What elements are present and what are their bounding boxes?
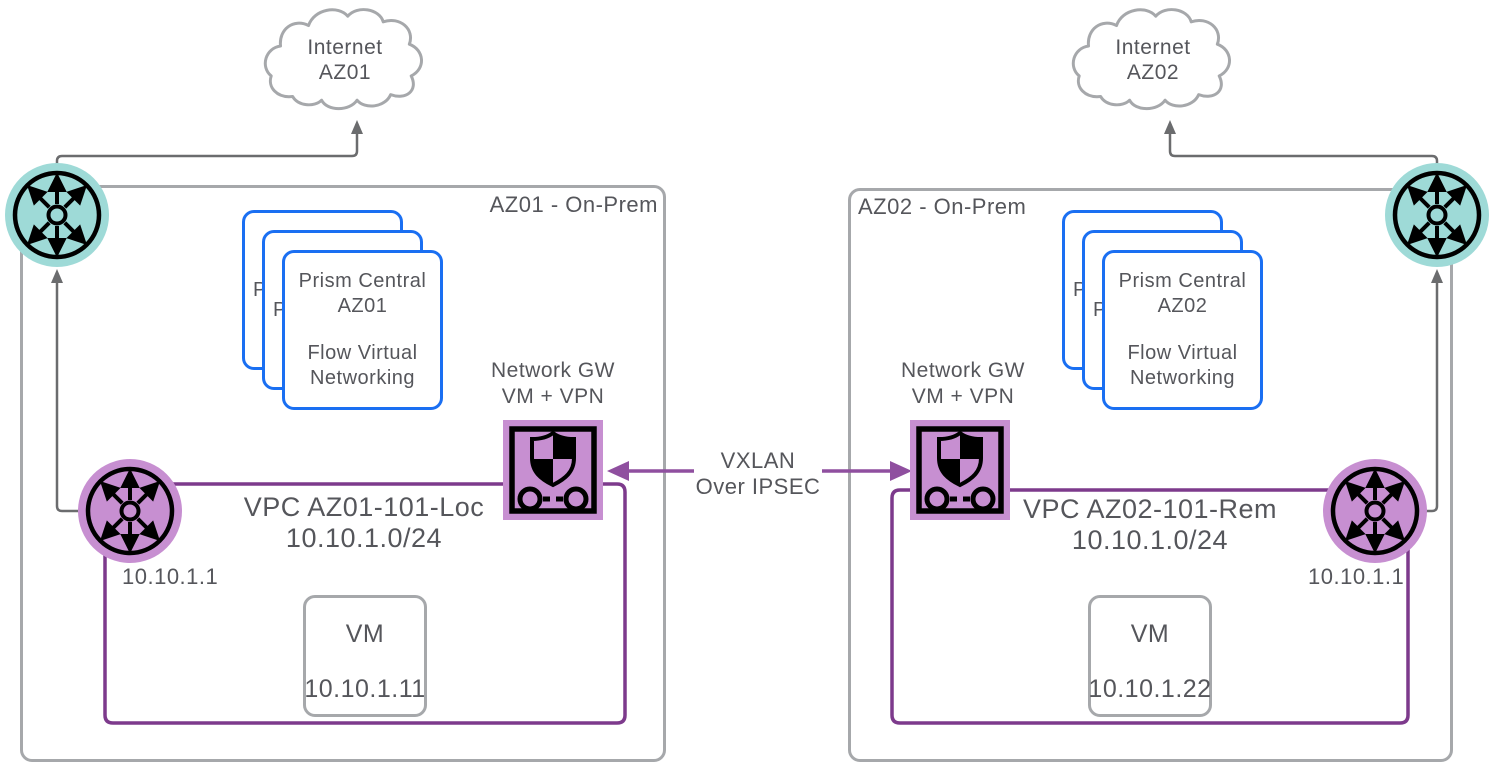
az01-uplink-arrowhead-icon bbox=[51, 269, 63, 283]
az02-network-gateway-icon bbox=[910, 420, 1010, 520]
az01-internet-link-line bbox=[55, 133, 359, 168]
internet-cloud-az01-icon bbox=[263, 8, 423, 111]
az02-uplink-line bbox=[1421, 283, 1439, 513]
az02-cloud-arrowhead-icon bbox=[1164, 120, 1176, 134]
vxlan-arrowhead-right-icon bbox=[890, 461, 912, 481]
az02-edge-router-icon bbox=[1385, 163, 1489, 267]
az02-onprem-box bbox=[848, 188, 1453, 762]
az02-vm-box: VM 10.10.1.22 bbox=[1088, 595, 1212, 717]
az02-vpc-label: VPC AZ02-101-Rem 10.10.1.0/24 bbox=[1022, 494, 1278, 555]
az01-edge-router-icon bbox=[5, 163, 109, 267]
az01-network-gateway-icon bbox=[503, 420, 603, 520]
az01-router-ip-label: 10.10.1.1 bbox=[122, 564, 219, 589]
az02-network-gw-label: Network GW VM + VPN bbox=[900, 359, 1025, 408]
az01-onprem-box bbox=[20, 185, 666, 762]
az01-vpc-label: VPC AZ01-101-Loc 10.10.1.0/24 bbox=[243, 492, 485, 553]
prism-central-az02-card: Prism Central AZ02 Flow Virtual Networki… bbox=[1102, 250, 1263, 410]
az02-box-label: AZ02 - On-Prem bbox=[858, 194, 1027, 219]
internet-az02-label: Internet AZ02 bbox=[1115, 36, 1191, 84]
internet-az01-label: Internet AZ01 bbox=[307, 36, 383, 84]
az01-vm-box: VM 10.10.1.11 bbox=[303, 595, 427, 717]
az01-vpc-router-icon bbox=[78, 459, 182, 563]
vxlan-link-label: VXLAN Over IPSEC bbox=[695, 448, 821, 499]
az02-vpc-router-icon bbox=[1323, 459, 1427, 563]
az01-network-gw-label: Network GW VM + VPN bbox=[490, 359, 615, 408]
az02-router-ip-label: 10.10.1.1 bbox=[1308, 564, 1405, 589]
az01-vpc-loop-line bbox=[103, 482, 627, 725]
az01-box-label: AZ01 - On-Prem bbox=[489, 192, 658, 217]
internet-cloud-az02-icon bbox=[1071, 8, 1231, 111]
vxlan-arrowhead-left-icon bbox=[607, 461, 629, 481]
az02-internet-link-line bbox=[1168, 133, 1439, 168]
az02-vpc-loop-line bbox=[890, 488, 1410, 725]
prism-central-az01-card: Prism Central AZ01 Flow Virtual Networki… bbox=[282, 250, 443, 410]
az01-uplink-line bbox=[55, 283, 84, 513]
az01-cloud-arrowhead-icon bbox=[351, 120, 363, 134]
az02-uplink-arrowhead-icon bbox=[1431, 269, 1443, 283]
